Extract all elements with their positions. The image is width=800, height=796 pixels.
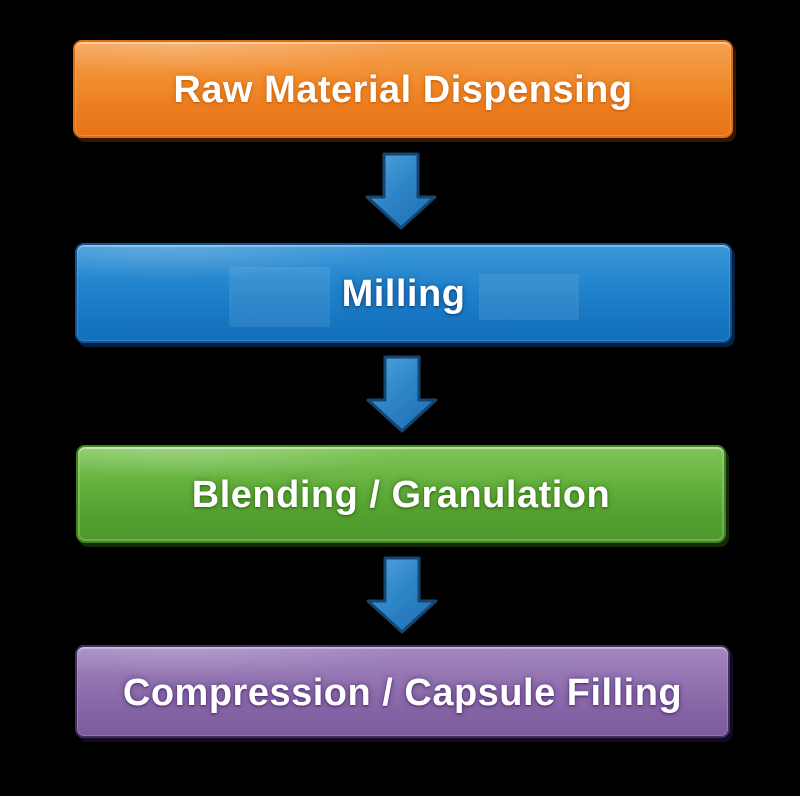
down-arrow-icon	[365, 152, 437, 230]
step-label: Raw Material Dispensing	[173, 69, 633, 111]
down-arrow-icon	[366, 355, 438, 433]
step-box-raw-material-dispensing: Raw Material Dispensing	[73, 40, 733, 138]
step-box-milling: Milling	[75, 243, 732, 343]
step-box-compression-capsule-filling: Compression / Capsule Filling	[75, 645, 730, 738]
step-box-blending-granulation: Blending / Granulation	[76, 445, 726, 543]
step-label: Blending / Granulation	[191, 474, 611, 516]
erased-text-patch-left	[229, 267, 330, 327]
step-label: Milling	[341, 273, 466, 315]
step-label: Compression / Capsule Filling	[122, 671, 683, 714]
erased-text-patch-right	[479, 274, 579, 320]
down-arrow-icon	[366, 556, 438, 634]
